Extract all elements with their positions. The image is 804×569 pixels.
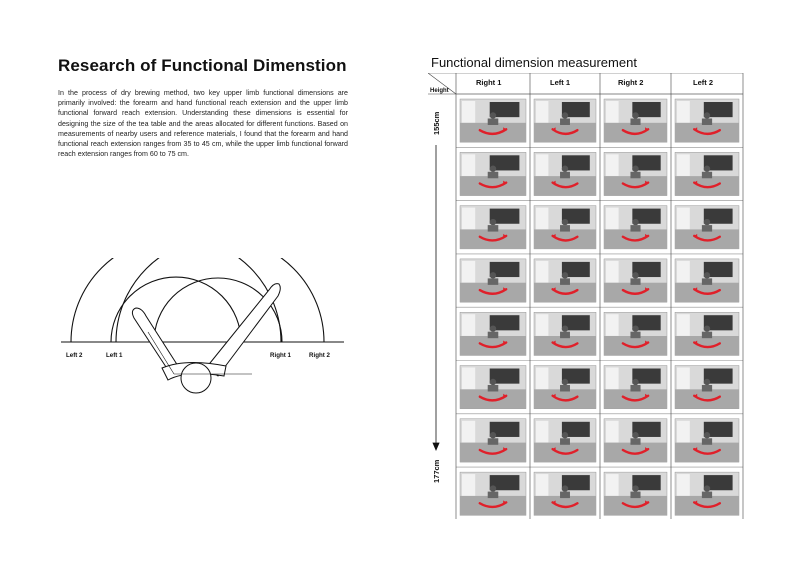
measurement-photo — [459, 152, 527, 196]
column-header-right-1: Right 1 — [476, 78, 501, 87]
measurement-photo — [603, 418, 668, 463]
measurement-photo — [533, 311, 597, 356]
reach-diagram: Left 2 Left 1 Right 1 Right 2 — [61, 258, 344, 394]
label-left-2: Left 2 — [66, 352, 83, 359]
measurement-photo — [603, 152, 668, 196]
measurement-photo — [674, 471, 740, 516]
measurement-photo — [603, 258, 668, 303]
arm-left — [131, 307, 179, 371]
measurement-photo — [459, 98, 527, 143]
height-bottom-label: 177cm — [432, 459, 441, 483]
measurement-photo — [533, 418, 597, 463]
height-corner-label: Height — [430, 88, 449, 94]
arc-right-1 — [153, 277, 283, 343]
measurement-photo — [674, 205, 740, 250]
measurement-photo — [459, 205, 527, 250]
column-header-right-2: Right 2 — [618, 78, 643, 87]
measurement-photo — [459, 471, 527, 516]
measurement-photo — [533, 365, 597, 409]
measurement-photo — [674, 152, 740, 196]
measurement-photo — [603, 98, 668, 143]
measurement-photo — [603, 365, 668, 409]
label-left-1: Left 1 — [106, 352, 123, 359]
measurement-photo — [674, 418, 740, 463]
arm-right — [205, 283, 281, 377]
measurement-photo — [533, 152, 597, 196]
label-right-2: Right 2 — [309, 352, 331, 359]
height-top-label: 155cm — [432, 111, 441, 135]
arc-right-2 — [115, 258, 325, 343]
measurement-photo — [533, 98, 597, 143]
measurement-photo — [459, 365, 527, 409]
measurement-photo — [533, 205, 597, 250]
head — [180, 362, 212, 394]
arc-left-1 — [110, 276, 242, 343]
measurement-photo — [459, 418, 527, 463]
measurement-photo — [533, 258, 597, 303]
measurement-photo — [674, 258, 740, 303]
measurement-photo — [603, 205, 668, 250]
measurement-photo — [533, 471, 597, 516]
measurement-photo — [603, 311, 668, 356]
measurement-photo — [674, 311, 740, 356]
grid-title: Functional dimension measurement — [431, 55, 637, 70]
label-right-1: Right 1 — [270, 352, 292, 359]
measurement-photo — [674, 365, 740, 409]
measurement-photo — [603, 471, 668, 516]
page-title: Research of Functional Dimenstion — [58, 56, 347, 75]
measurement-grid: Right 1 Left 1 Right 2 Left 2 Height 155… — [428, 73, 744, 519]
measurement-photo — [459, 258, 527, 303]
intro-paragraph: In the process of dry brewing method, tw… — [58, 89, 348, 159]
measurement-photo — [674, 98, 740, 143]
column-header-left-1: Left 1 — [550, 78, 570, 87]
measurement-photo — [459, 311, 527, 356]
height-arrow — [432, 145, 440, 452]
column-header-left-2: Left 2 — [693, 78, 713, 87]
